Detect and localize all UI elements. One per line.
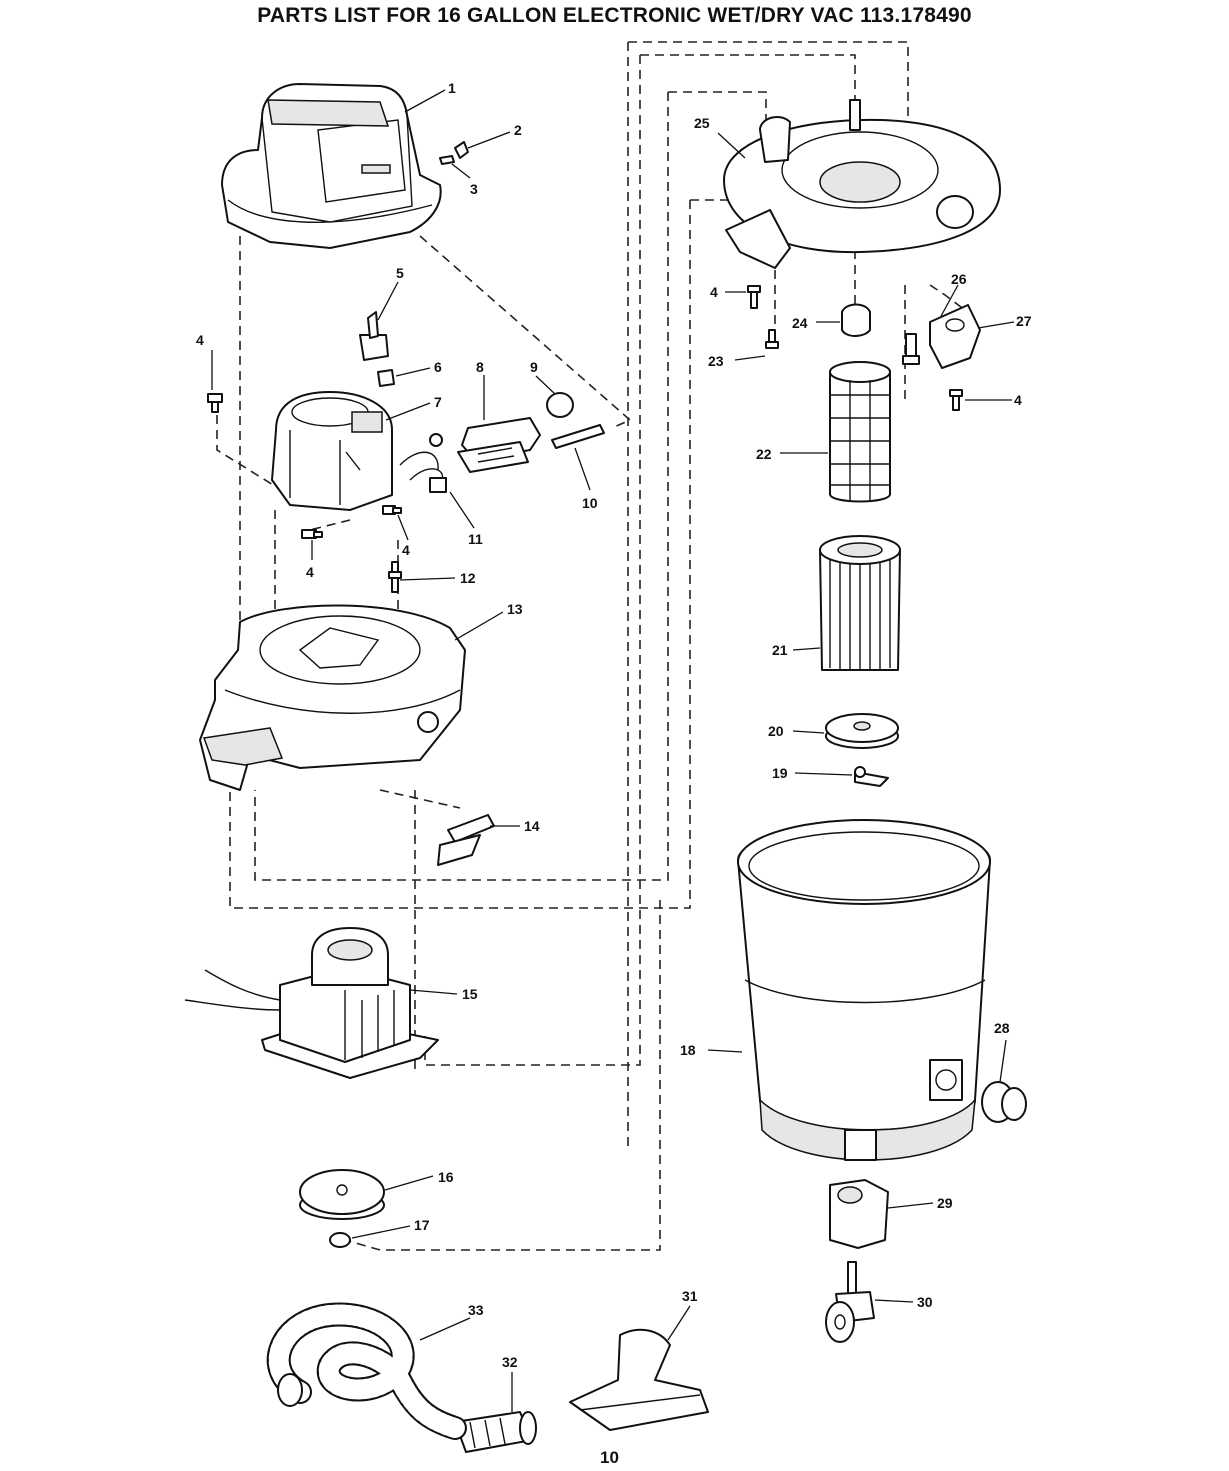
- callout-8: 8: [476, 359, 484, 375]
- callout-labels: 1 2 3 4 5 6 7 8 9 10 11 4 4 12 13 14 15 …: [196, 80, 1032, 1370]
- part-24-cap: [841, 303, 871, 337]
- part-30-caster: [825, 1261, 875, 1343]
- part-11-wire-harness: [399, 433, 447, 493]
- callout-7: 7: [434, 394, 442, 410]
- part-6-switch-clip: [377, 369, 395, 387]
- part-3-screw: [439, 155, 455, 165]
- diagram-title: PARTS LIST FOR 16 GALLON ELECTRONIC WET/…: [257, 4, 972, 27]
- page-number: 10: [600, 1448, 619, 1467]
- callout-19: 19: [772, 765, 788, 781]
- part-2-clip: [454, 141, 469, 159]
- callout-leader-lines: [211, 89, 1015, 1412]
- part-7-motor-housing: [271, 391, 393, 511]
- callout-33: 33: [468, 1302, 484, 1318]
- part-29-caster-socket: [829, 1179, 889, 1249]
- part-23-screw: [765, 329, 779, 349]
- callout-27: 27: [1016, 313, 1032, 329]
- callout-28: 28: [994, 1020, 1010, 1036]
- part-4-screw-lower-left: [301, 529, 323, 539]
- part-28-drain-cap: [981, 1081, 1027, 1123]
- part-8-circuit-board: [457, 417, 541, 473]
- callout-6: 6: [434, 359, 442, 375]
- part-5-switch: [359, 311, 389, 361]
- part-1-top-cover: [221, 83, 442, 249]
- part-15-motor: [184, 927, 439, 1079]
- part-18-drum: [737, 819, 991, 1161]
- callout-30: 30: [917, 1294, 933, 1310]
- callout-24: 24: [792, 315, 808, 331]
- callout-12: 12: [460, 570, 476, 586]
- callout-17: 17: [414, 1217, 430, 1233]
- part-9-knob: [546, 392, 574, 418]
- callout-1: 1: [448, 80, 456, 96]
- part-4-screw-right: [949, 389, 963, 411]
- part-4-screw-left: [207, 393, 223, 413]
- callout-4-c: 4: [306, 564, 314, 580]
- part-31-floor-nozzle: [569, 1328, 709, 1431]
- callout-16: 16: [438, 1169, 454, 1185]
- part-17-nut: [329, 1232, 351, 1248]
- callout-4-d: 4: [710, 284, 718, 300]
- callout-10: 10: [582, 495, 598, 511]
- part-20-disc: [825, 713, 899, 749]
- callout-26: 26: [951, 271, 967, 287]
- callout-5: 5: [396, 265, 404, 281]
- part-4-screw-upper-right: [747, 285, 761, 309]
- callout-21: 21: [772, 642, 788, 658]
- part-12-pin: [388, 561, 402, 593]
- callout-15: 15: [462, 986, 478, 1002]
- part-21-pleated-filter: [819, 535, 901, 671]
- part-32-hose-adapter: [454, 1411, 537, 1453]
- callout-25: 25: [694, 115, 710, 131]
- part-22-filter-cage: [829, 361, 891, 503]
- callout-18: 18: [680, 1042, 696, 1058]
- part-27-bracket: [929, 304, 981, 369]
- callout-23: 23: [708, 353, 724, 369]
- part-10-bar: [551, 424, 605, 449]
- callout-3: 3: [470, 181, 478, 197]
- part-4-screw-lower-mid: [382, 505, 402, 515]
- callout-11: 11: [468, 531, 483, 547]
- callout-29: 29: [937, 1195, 953, 1211]
- callout-4-e: 4: [1014, 392, 1022, 408]
- callout-22: 22: [756, 446, 772, 462]
- part-26-bolt: [902, 333, 920, 365]
- part-16-impeller: [299, 1169, 385, 1220]
- callout-9: 9: [530, 359, 538, 375]
- part-33-hose: [266, 1302, 467, 1440]
- callout-31: 31: [682, 1288, 698, 1304]
- callout-32: 32: [502, 1354, 518, 1370]
- part-25-motor-base: [723, 99, 1001, 269]
- part-19-clip: [854, 766, 889, 787]
- callout-2: 2: [514, 122, 522, 138]
- callout-20: 20: [768, 723, 784, 739]
- part-14-latch: [437, 814, 495, 866]
- part-13-lid-base: [199, 604, 466, 791]
- callout-4-b: 4: [402, 542, 410, 558]
- callout-13: 13: [507, 601, 523, 617]
- callout-4: 4: [196, 332, 204, 348]
- callout-14: 14: [524, 818, 540, 834]
